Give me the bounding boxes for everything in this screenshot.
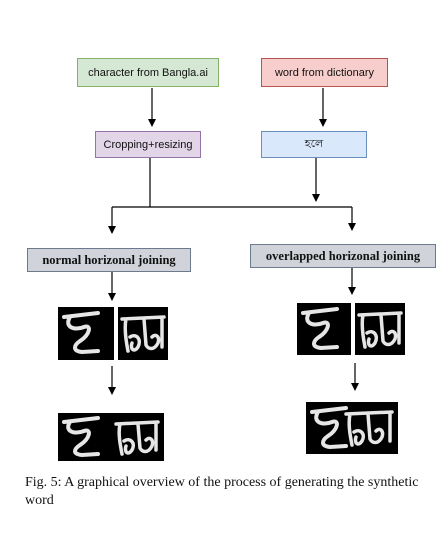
dictionary-word-box: হলে — [261, 131, 367, 158]
source-word-box: word from dictionary — [261, 58, 388, 87]
cropping-resizing-label: Cropping+resizing — [103, 138, 193, 151]
handwritten-char-le-image — [118, 307, 168, 360]
normal-joined-word-image — [58, 413, 164, 461]
handwritten-char-le-image-overlapped — [355, 303, 405, 355]
dictionary-word-label: হলে — [304, 138, 324, 150]
handwritten-char-ha-image-overlapped — [297, 303, 351, 355]
source-character-label: character from Bangla.ai — [88, 66, 208, 79]
figure-caption: Fig. 5: A graphical overview of the proc… — [25, 475, 419, 508]
overlapped-joining-label: overlapped horizonal joining — [265, 248, 421, 263]
source-character-box: character from Bangla.ai — [77, 58, 219, 87]
normal-joining-box: normal horizonal joining — [27, 248, 191, 272]
handwritten-char-ha-image — [58, 307, 114, 360]
overlapped-joined-word-image — [306, 402, 398, 454]
source-word-label: word from dictionary — [274, 66, 375, 79]
normal-joining-label: normal horizonal joining — [42, 252, 176, 267]
overlapped-joining-box: overlapped horizonal joining — [250, 244, 436, 268]
cropping-resizing-box: Cropping+resizing — [95, 131, 201, 158]
